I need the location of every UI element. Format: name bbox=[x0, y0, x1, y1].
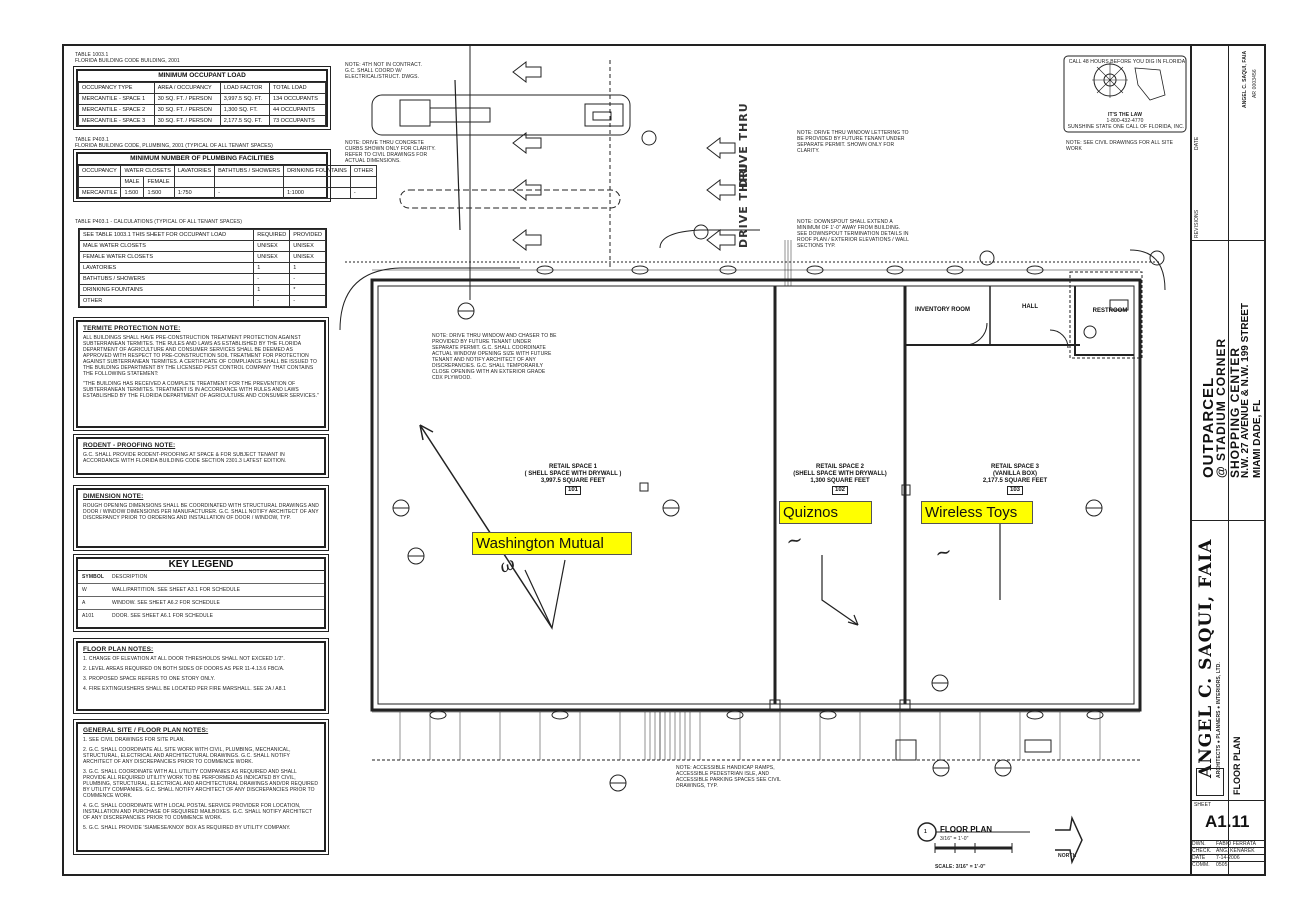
table-row: MERCANTILE - SPACE 1 30 SQ. FT. / PERSON… bbox=[78, 93, 326, 105]
plumbing-table-title: MINIMUM NUMBER OF PLUMBING FACILITIES bbox=[78, 154, 326, 165]
key-legend-title: KEY LEGEND bbox=[78, 559, 324, 571]
drawing-info: DWN.FABIO FERRATA CHECK.ANG. KENAREK DAT… bbox=[1192, 840, 1264, 868]
termite-note: TERMITE PROTECTION NOTE: ALL BUILDINGS S… bbox=[73, 317, 329, 431]
detail-number: 1 bbox=[924, 829, 927, 835]
occupant-table-title: MINIMUM OCCUPANT LOAD bbox=[78, 71, 326, 82]
note-window: NOTE: DRIVE THRU WINDOW AND CHASER TO BE… bbox=[432, 333, 557, 381]
note-top: NOTE: 4TH NOT IN CONTRACT. G.C. SHALL CO… bbox=[345, 62, 422, 80]
tenant-label-washington-mutual[interactable]: Washington Mutual bbox=[472, 532, 632, 555]
floor-plan-title: FLOOR PLAN bbox=[940, 825, 992, 834]
general-notes: GENERAL SITE / FLOOR PLAN NOTES: 1. SEE … bbox=[73, 719, 329, 855]
calc-table-heading: TABLE P403.1 - CALCULATIONS (TYPICAL OF … bbox=[75, 219, 242, 225]
floor-plan-notes: FLOOR PLAN NOTES: 1. CHANGE OF ELEVATION… bbox=[73, 638, 329, 714]
scale-bottom: SCALE: 3/16" = 1'-0" bbox=[935, 864, 986, 870]
note-drive-curbs: NOTE: DRIVE THRU CONCRETE CURBS SHOWN ON… bbox=[345, 140, 436, 164]
dimension-note: DIMENSION NOTE: ROUGH OPENING DIMENSIONS… bbox=[73, 485, 329, 551]
retail-space-2-label: RETAIL SPACE 2 (SHELL SPACE WITH DRYWALL… bbox=[793, 464, 887, 495]
seal-name: ANGEL C. SAQUI, FAIA bbox=[1242, 50, 1248, 108]
hall-label: HALL bbox=[1022, 304, 1038, 310]
tenant-label-quiznos[interactable]: Quiznos bbox=[779, 501, 872, 524]
tenant-label-wireless-toys[interactable]: Wireless Toys bbox=[921, 501, 1033, 524]
door-tag-icon: A101 bbox=[82, 613, 95, 619]
retail-space-3-label: RETAIL SPACE 3 (VANILLA BOX) 2,177.5 SQU… bbox=[982, 464, 1048, 495]
project-city: MIAMI DADE, FL bbox=[1252, 399, 1263, 478]
architect-name: ANGEL C. SAQUI, FAIA bbox=[1196, 538, 1216, 778]
note-ramp: NOTE: ACCESSIBLE HANDICAP RAMPS, ACCESSI… bbox=[676, 765, 781, 789]
architect-firm: ARCHITECTS ● PLANNERS ● INTERIORS, LTD. bbox=[1216, 662, 1222, 778]
sheet-number: A1.11 bbox=[1205, 812, 1250, 831]
occupant-load-table: MINIMUM OCCUPANT LOAD OCCUPANCY TYPE ARE… bbox=[73, 66, 331, 130]
sunshine-logo-icon bbox=[1094, 64, 1126, 96]
sunshine-law: IT'S THE LAW bbox=[1107, 112, 1143, 118]
table-row: MERCANTILE - SPACE 2 30 SQ. FT. / PERSON… bbox=[78, 104, 326, 116]
sunshine-phone: 1-800-432-4770 bbox=[1106, 118, 1144, 124]
sunshine-bottom: SUNSHINE STATE ONE CALL OF FLORIDA, INC. bbox=[1067, 124, 1185, 130]
wall-tag-icon: W bbox=[82, 587, 87, 593]
table-row: MERCANTILE - SPACE 3 30 SQ. FT. / PERSON… bbox=[78, 115, 326, 127]
plumbing-calc-table: SEE TABLE 1003.1 THIS SHEET FOR OCCUPANT… bbox=[78, 228, 327, 308]
table-header-row: OCCUPANCY TYPE AREA / OCCUPANCY LOAD FAC… bbox=[78, 82, 326, 94]
restroom-label: RESTROOM bbox=[1092, 308, 1128, 314]
date-header: DATE bbox=[1194, 136, 1200, 150]
seal-number: AR 0003456 bbox=[1252, 69, 1258, 98]
project-address: N.W. 27 AVENUE & N.W. 199 STREET bbox=[1240, 302, 1251, 478]
scale-top: 3/16" = 1'-0" bbox=[940, 836, 969, 842]
note-lettering: NOTE: DRIVE THRU WINDOW LETTERING TO BE … bbox=[797, 130, 909, 154]
window-tag-icon: A bbox=[82, 600, 86, 606]
north-label: NORTH bbox=[1058, 853, 1077, 859]
plumbing-facilities-table: MINIMUM NUMBER OF PLUMBING FACILITIES OC… bbox=[73, 149, 378, 202]
table-row: MERCANTILE 1:500 1:500 1:750 - 1:1000 - bbox=[77, 187, 378, 199]
retail-space-1-label: RETAIL SPACE 1 ( SHELL SPACE WITH DRYWAL… bbox=[524, 464, 622, 495]
table-row: OTHER-- bbox=[78, 295, 326, 307]
plumbing-table-heading: TABLE P403.1 FLORIDA BUILDING CODE, PLUM… bbox=[75, 137, 273, 149]
inventory-room-label: INVENTORY ROOM bbox=[915, 307, 970, 313]
north-arrow-icon bbox=[1060, 836, 1080, 837]
sheet-title: FLOOR PLAN bbox=[1232, 736, 1242, 796]
sunshine-call-top: CALL 48 HOURS BEFORE YOU DIG IN FLORIDA bbox=[1068, 59, 1186, 65]
note-downspout: NOTE: DOWNSPOUT SHALL EXTEND A MINIMUM O… bbox=[797, 219, 909, 249]
drive-thru-label-2: DRIVE THRU bbox=[737, 162, 750, 248]
rodent-note: RODENT - PROOFING NOTE: G.C. SHALL PROVI… bbox=[73, 434, 329, 478]
revisions-label: REVISIONS bbox=[1194, 209, 1200, 238]
civil-note: NOTE: SEE CIVIL DRAWINGS FOR ALL SITE WO… bbox=[1066, 140, 1174, 152]
firm-logo-icon bbox=[1196, 768, 1224, 796]
occupant-table-heading: TABLE 1003.1 FLORIDA BUILDING CODE BUILD… bbox=[75, 52, 180, 64]
project-name-line2: @ STADIUM CORNER bbox=[1214, 337, 1228, 478]
sheet-label: SHEET bbox=[1194, 802, 1212, 808]
